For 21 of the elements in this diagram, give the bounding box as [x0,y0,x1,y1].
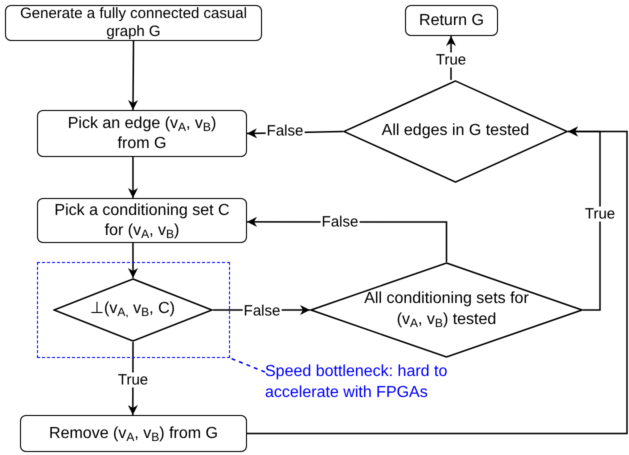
arrow [247,126,628,434]
edge-label: False [266,124,304,138]
edge-label: True [116,372,150,388]
edge-label: False [320,214,360,230]
process-box: Pick an edge (v$_{A}$, v$_{B}$) from G [37,110,247,157]
process-box: Pick a conditioning set C for (v$_{A}$, v$_{B}$) [37,198,247,243]
process-box: Remove (v$_{A}$, v$_{B}$) from G [20,415,247,452]
edge-label: False [242,304,282,318]
highlight-region [37,262,230,358]
leader-line [230,357,266,373]
arrow [128,243,138,278]
arrow [128,157,138,198]
edge-label: True [584,206,616,222]
node-label: All conditioning sets for (v$_{A}$, v$_{B}$) tested [363,289,530,331]
process-box: Return G [405,5,498,36]
arrow [128,41,138,110]
edge-label: True [434,52,468,68]
process-box: Generate a fully connected casual graph G [5,5,262,41]
node-label: All edges in G tested [382,121,530,142]
node-label: ⊥(v$_{A,}$ v$_{B}$, C) [90,299,175,320]
annotation-text: Speed bottleneck: hard to accelerate with FPGAs [265,362,505,404]
